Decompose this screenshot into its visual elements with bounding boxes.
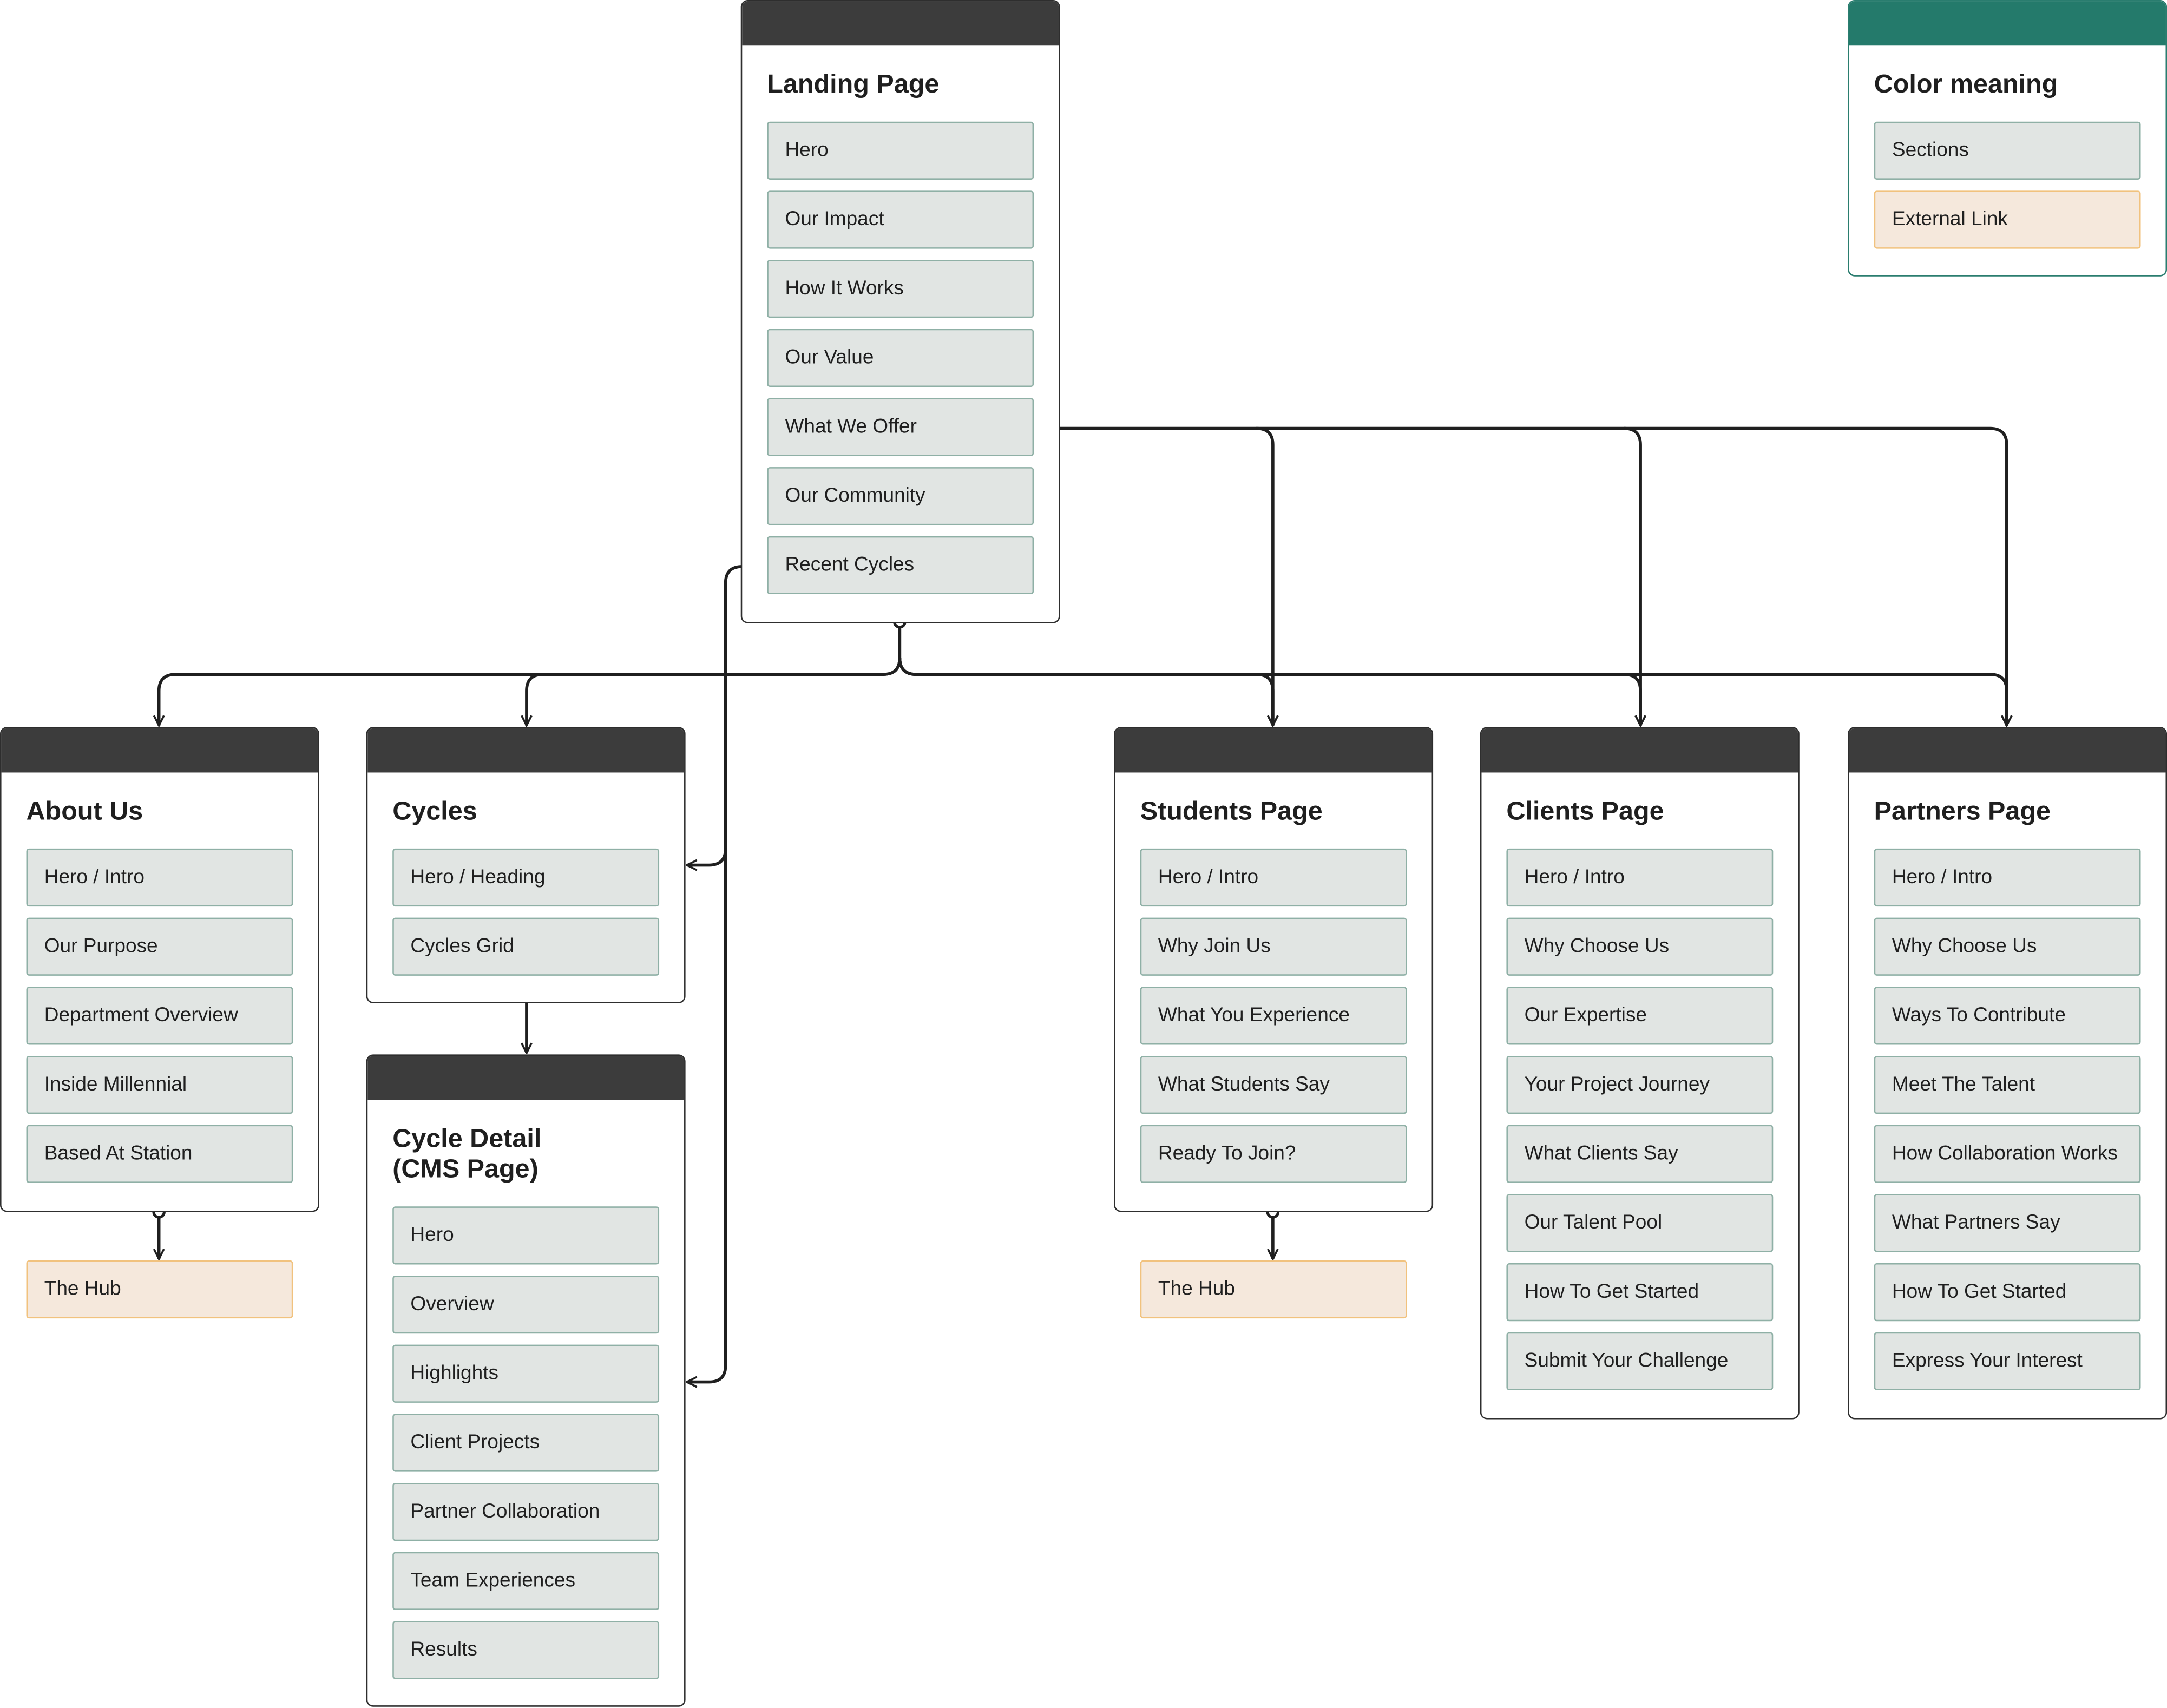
section-item[interactable]: What Clients Say xyxy=(1506,1125,1774,1183)
external-link-the-hub[interactable]: The Hub xyxy=(1140,1260,1407,1319)
section-item[interactable]: Overview xyxy=(392,1275,660,1334)
section-item[interactable]: How Collaboration Works xyxy=(1874,1125,2141,1183)
connector-landing-about xyxy=(159,622,902,726)
section-item[interactable]: Hero xyxy=(392,1206,660,1265)
card-header xyxy=(367,1055,685,1100)
connector-offer-clients xyxy=(1256,426,1640,726)
section-item[interactable]: Hero / Intro xyxy=(26,848,293,907)
section-item[interactable]: Hero / Intro xyxy=(1140,848,1407,907)
section-item[interactable]: Why Choose Us xyxy=(1506,917,1774,976)
section-item[interactable]: Department Overview xyxy=(26,987,293,1045)
section-item[interactable]: Why Join Us xyxy=(1140,917,1407,976)
section-item[interactable]: What Partners Say xyxy=(1874,1194,2141,1252)
section-item[interactable]: Hero xyxy=(767,121,1034,180)
section-item[interactable]: Recent Cycles xyxy=(767,536,1034,595)
section-item[interactable]: Based At Station xyxy=(26,1125,293,1183)
connector-landing-students xyxy=(898,658,1272,726)
cycles-card: Cycles Hero / Heading Cycles Grid xyxy=(366,727,686,1003)
legend-item-external-link: External Link xyxy=(1874,190,2141,249)
section-item[interactable]: Hero / Intro xyxy=(1506,848,1774,907)
section-item[interactable]: Partner Collaboration xyxy=(392,1483,660,1541)
section-item[interactable]: Ready To Join? xyxy=(1140,1125,1407,1183)
section-item[interactable]: Our Talent Pool xyxy=(1506,1194,1774,1252)
card-header xyxy=(367,728,685,773)
cycle-detail-card: Cycle Detail (CMS Page) Hero Overview Hi… xyxy=(366,1054,686,1707)
card-header xyxy=(1849,1,2166,46)
section-item[interactable]: Cycles Grid xyxy=(392,917,660,976)
section-item[interactable]: Client Projects xyxy=(392,1414,660,1472)
external-link-the-hub[interactable]: The Hub xyxy=(26,1260,293,1319)
card-title: Partners Page xyxy=(1874,797,2051,827)
section-item[interactable]: Our Expertise xyxy=(1506,987,1774,1045)
card-title: Color meaning xyxy=(1874,70,2058,100)
section-item[interactable]: Ways To Contribute xyxy=(1874,987,2141,1045)
card-header xyxy=(1,728,318,773)
card-title: Students Page xyxy=(1140,797,1323,827)
section-item[interactable]: What You Experience xyxy=(1140,987,1407,1045)
section-item[interactable]: Inside Millennial xyxy=(26,1055,293,1114)
section-item[interactable]: How To Get Started xyxy=(1506,1263,1774,1322)
card-title: Cycle Detail (CMS Page) xyxy=(392,1125,542,1185)
section-item[interactable]: Our Community xyxy=(767,467,1034,525)
clients-page-card: Clients Page Hero / Intro Why Choose Us … xyxy=(1480,727,1800,1420)
card-title: Cycles xyxy=(392,797,477,827)
card-header xyxy=(1115,728,1432,773)
about-us-card: About Us Hero / Intro Our Purpose Depart… xyxy=(0,727,319,1212)
section-item[interactable]: Our Value xyxy=(767,329,1034,387)
connector-offer-partners xyxy=(1624,426,2006,726)
legend-item-sections: Sections xyxy=(1874,121,2141,180)
section-item[interactable]: Express Your Interest xyxy=(1874,1332,2141,1390)
students-page-card: Students Page Hero / Intro Why Join Us W… xyxy=(1114,727,1434,1212)
section-item[interactable]: Why Choose Us xyxy=(1874,917,2141,976)
section-item[interactable]: Highlights xyxy=(392,1344,660,1403)
card-title: Clients Page xyxy=(1506,797,1664,827)
section-item[interactable]: Our Purpose xyxy=(26,917,293,976)
connector-landing-clients xyxy=(898,658,1640,726)
card-title: Landing Page xyxy=(767,70,940,100)
landing-page-card: Landing Page Hero Our Impact How It Work… xyxy=(740,0,1060,623)
section-item[interactable]: What We Offer xyxy=(767,398,1034,456)
connector-landing-cycles xyxy=(527,658,902,726)
connector-landing-partners xyxy=(898,658,2006,726)
section-item[interactable]: Team Experiences xyxy=(392,1552,660,1610)
partners-page-card: Partners Page Hero / Intro Why Choose Us… xyxy=(1848,727,2167,1420)
card-title: About Us xyxy=(26,797,143,827)
connector-offer-students xyxy=(1034,426,1273,726)
legend-card: Color meaning Sections External Link xyxy=(1848,0,2167,277)
card-header xyxy=(1849,728,2166,773)
card-header xyxy=(1481,728,1798,773)
section-item[interactable]: What Students Say xyxy=(1140,1055,1407,1114)
section-item[interactable]: Your Project Journey xyxy=(1506,1055,1774,1114)
section-item[interactable]: Submit Your Challenge xyxy=(1506,1332,1774,1390)
section-item[interactable]: How It Works xyxy=(767,260,1034,318)
section-item[interactable]: How To Get Started xyxy=(1874,1263,2141,1322)
section-item[interactable]: Hero / Intro xyxy=(1874,848,2141,907)
section-item[interactable]: Our Impact xyxy=(767,190,1034,249)
connector-recent-detail xyxy=(687,848,727,1382)
section-item[interactable]: Hero / Heading xyxy=(392,848,660,907)
card-header xyxy=(742,1,1059,46)
section-item[interactable]: Results xyxy=(392,1621,660,1679)
section-item[interactable]: Meet The Talent xyxy=(1874,1055,2141,1114)
